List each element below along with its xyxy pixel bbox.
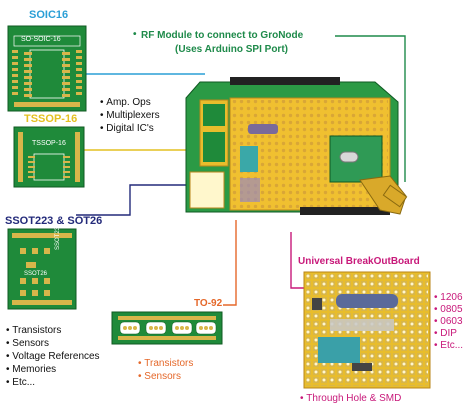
soic16-title: SOIC16 bbox=[29, 9, 69, 21]
ssot-use-item: Sensors bbox=[6, 337, 100, 350]
breakout-bottom-text: Through Hole & SMD bbox=[306, 393, 402, 404]
tssop16-board-label: TSSOP-16 bbox=[32, 140, 66, 147]
to92-use-item: Transistors bbox=[138, 357, 193, 370]
ssot23-board-label: SSOT23 bbox=[55, 226, 61, 250]
breakout-package-item: Etc... bbox=[434, 340, 463, 352]
to92-use-item: Sensors bbox=[138, 370, 193, 383]
ssot-use-item: Transistors bbox=[6, 324, 100, 337]
breakout-title: Universal BreakOutBoard bbox=[298, 256, 420, 267]
to92-connector bbox=[223, 220, 237, 306]
breakout-package-item: DIP bbox=[434, 328, 463, 340]
ssot26-board-label: SSOT26 bbox=[24, 271, 48, 277]
breakout-package-list: 1206 0805 0603 DIP Etc... bbox=[434, 292, 463, 352]
connector-lines bbox=[76, 35, 406, 306]
ssot-use-item: Memories bbox=[6, 363, 100, 376]
arduino-shield bbox=[185, 77, 408, 215]
soic16-board bbox=[7, 25, 87, 112]
ssot-title: SSOT223 & SOT26 bbox=[5, 215, 103, 227]
ssot-use-item: Etc... bbox=[6, 376, 100, 389]
rf-module-subtitle: (Uses Arduino SPI Port) bbox=[175, 44, 288, 55]
ssot-board bbox=[7, 228, 77, 310]
rf-module-title: RF Module to connect to GroNode bbox=[141, 30, 304, 41]
breakout-connector bbox=[290, 232, 304, 289]
universal-breakout-board bbox=[303, 271, 431, 389]
rf-module-bullet: • bbox=[133, 29, 137, 40]
rf-connector bbox=[335, 35, 406, 182]
ssot-use-item: Voltage References bbox=[6, 350, 99, 363]
middle-ic-item: Multiplexers bbox=[100, 109, 159, 122]
to92-use-list: Transistors Sensors bbox=[138, 357, 193, 383]
breakout-package-item: 0603 bbox=[434, 316, 463, 328]
breakout-package-item: 0805 bbox=[434, 304, 463, 316]
middle-ic-item: Amp. Ops bbox=[100, 96, 160, 109]
soic16-board-label: SO-SOIC-16 bbox=[21, 36, 61, 43]
to92-title: TO-92 bbox=[194, 298, 223, 309]
tssop16-title: TSSOP-16 bbox=[24, 113, 78, 125]
middle-ic-list: Amp. Ops Multiplexers Digital IC's bbox=[100, 96, 160, 135]
middle-ic-item: Digital IC's bbox=[100, 122, 160, 135]
ssot-connector bbox=[76, 184, 210, 216]
to92-board bbox=[111, 311, 223, 345]
ssot-use-list: Transistors Sensors Voltage References M… bbox=[6, 324, 100, 389]
breakout-package-item: 1206 bbox=[434, 292, 463, 304]
tssop16-board bbox=[13, 126, 85, 188]
breakout-bottom-label: • Through Hole & SMD bbox=[300, 393, 402, 404]
